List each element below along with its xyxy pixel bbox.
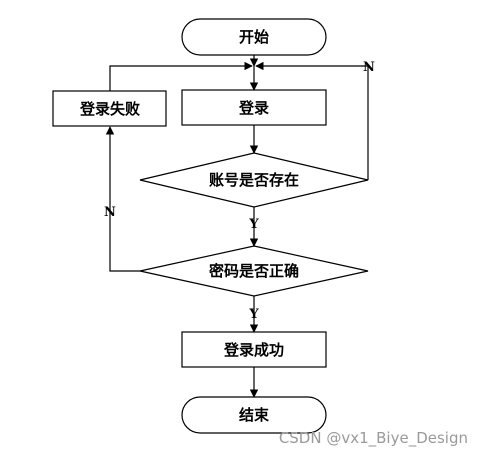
login-failed-label: 登录失败 — [79, 100, 140, 118]
edge-label-account-no: N — [363, 60, 375, 75]
login-label: 登录 — [238, 99, 269, 117]
node-password-correct: 密码是否正确 — [139, 245, 369, 297]
node-login: 登录 — [181, 89, 327, 126]
connector-account-no-loop — [255, 61, 369, 180]
node-account-exists: 账号是否存在 — [139, 152, 369, 208]
login-box — [181, 89, 327, 126]
connector-password-no-to-failed — [105, 126, 140, 272]
end-label: 结束 — [239, 406, 270, 424]
start-terminator — [181, 18, 327, 56]
login-success-label: 登录成功 — [223, 341, 284, 359]
node-login-failed: 登录失败 — [52, 90, 167, 127]
watermark-text: CSDN @vx1_Biye_Design — [279, 429, 468, 448]
login-failed-box — [52, 90, 167, 127]
node-login-success: 登录成功 — [181, 331, 327, 368]
start-label: 开始 — [239, 28, 269, 46]
edge-label-account-yes: Y — [248, 217, 259, 232]
edge-label-password-no: N — [104, 205, 116, 220]
node-start: 开始 — [181, 18, 327, 56]
password-correct-diamond — [139, 245, 369, 297]
edge-label-password-yes: Y — [248, 307, 259, 322]
password-correct-label: 密码是否正确 — [209, 262, 299, 280]
connector-failed-to-merge — [109, 61, 253, 91]
end-terminator — [181, 396, 327, 434]
login-success-box — [181, 331, 327, 368]
account-exists-label: 账号是否存在 — [209, 171, 299, 189]
account-exists-diamond — [139, 152, 369, 208]
node-end: 结束 — [181, 396, 327, 434]
